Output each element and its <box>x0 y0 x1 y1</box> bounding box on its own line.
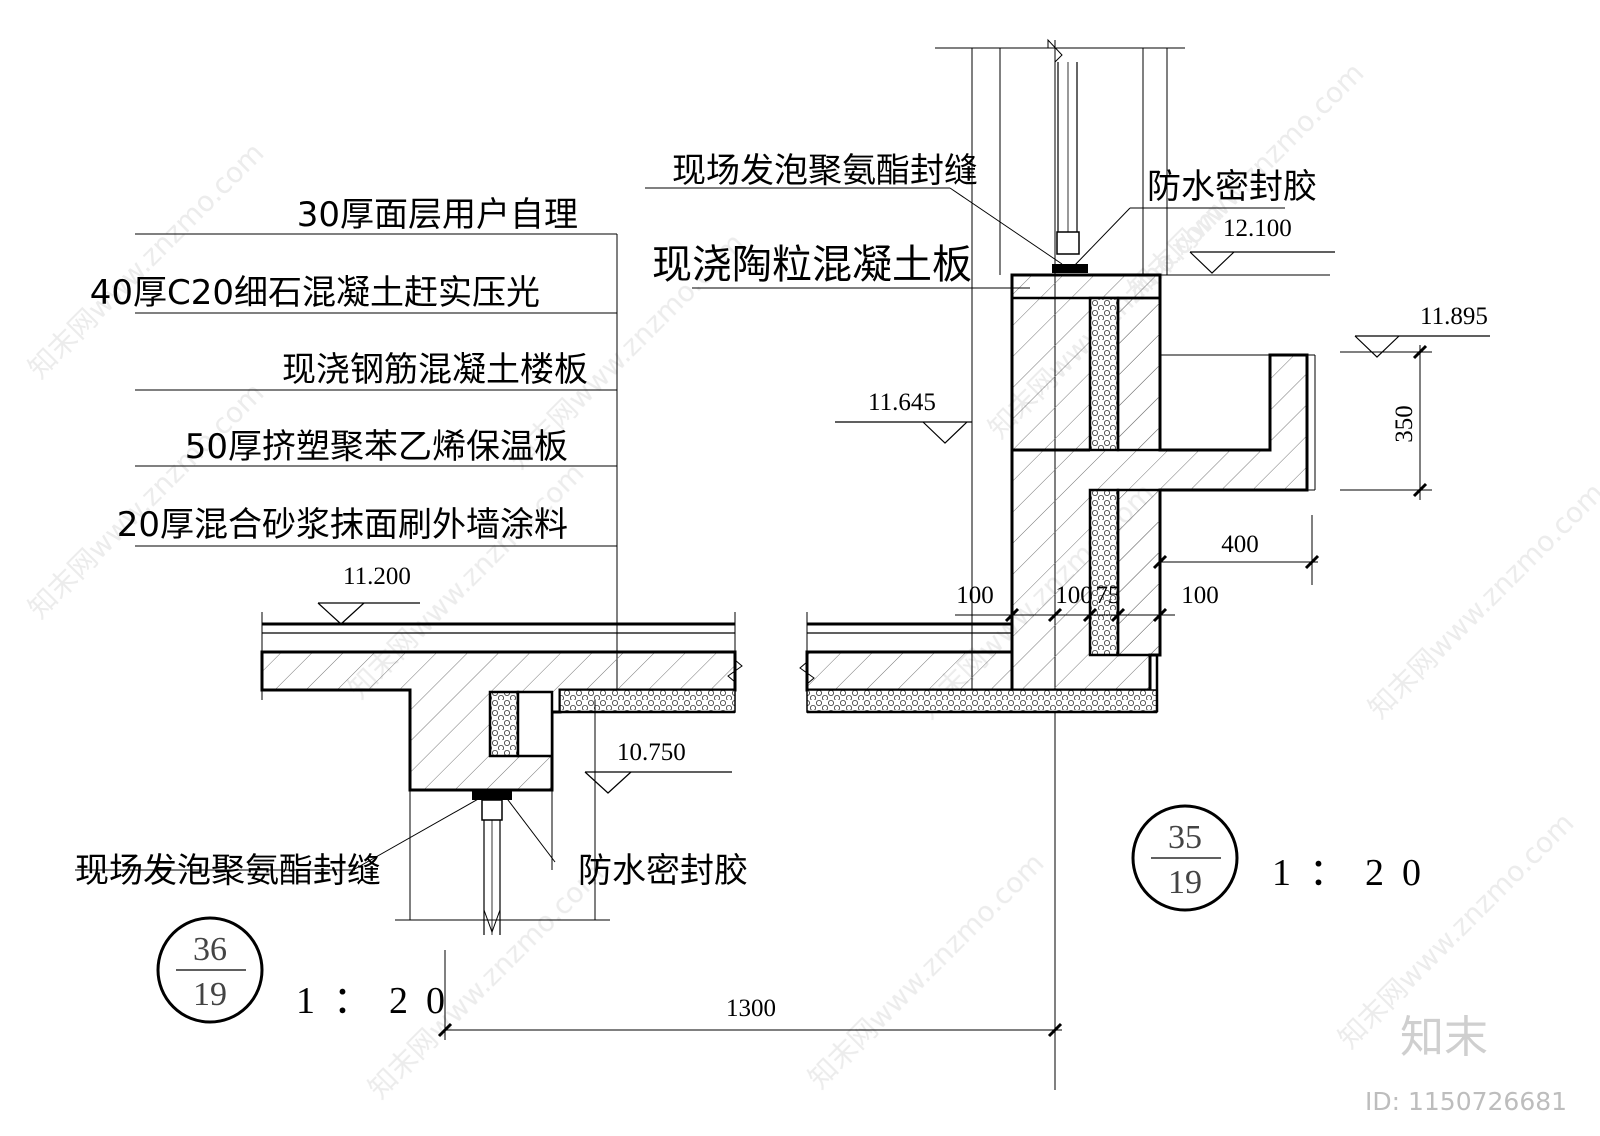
dim-100-c: 100 <box>1181 582 1219 609</box>
slab-title: 现浇陶粒混凝土板 <box>652 242 972 288</box>
callout-foam-bottom: 现场发泡聚氨酯封缝 <box>75 851 381 891</box>
detail-mark-right-number: 35 <box>1168 819 1202 856</box>
image-id-text: ID: 1150726681 <box>1365 1087 1567 1116</box>
elevation-12100: 12.100 <box>1223 215 1292 242</box>
insulation-board <box>559 689 736 713</box>
dim-100-a: 100 <box>956 582 994 609</box>
layer-label-3: 现浇钢筋混凝土楼板 <box>282 350 588 390</box>
elevation-11645: 11.645 <box>868 389 936 416</box>
watermark-text: 知末网www.znzmo.com <box>802 846 1051 1095</box>
sealant-strip <box>1052 264 1088 273</box>
layer-label-5: 20厚混合砂浆抹面刷外墙涂料 <box>117 505 568 545</box>
detail-mark-left <box>156 916 264 1024</box>
detail-mark-right-scale: 1：20 <box>1272 852 1439 894</box>
watermark-text: 知末网www.znzmo.com <box>22 376 271 625</box>
callout-sealant-top: 防水密封胶 <box>1147 167 1317 207</box>
dim-400: 400 <box>1221 531 1259 558</box>
callout-sealant-bottom: 防水密封胶 <box>578 851 748 891</box>
dim-1300: 1300 <box>726 995 776 1022</box>
callout-foam-top: 现场发泡聚氨酯封缝 <box>672 151 978 191</box>
detail-mark-left-scale: 1：20 <box>296 980 463 1022</box>
upper-insulation <box>1088 296 1120 452</box>
dim-350: 350 <box>1391 405 1418 443</box>
right-detail <box>437 38 1490 1090</box>
soffit-insulation <box>806 689 1158 713</box>
sealant-strip <box>472 790 512 800</box>
layer-label-2: 40厚C20细石混凝土赶实压光 <box>90 273 540 313</box>
detail-mark-left-number: 36 <box>193 931 227 968</box>
elevation-11200: 11.200 <box>343 563 411 590</box>
left-detail <box>75 602 743 935</box>
layer-label-1: 30厚面层用户自理 <box>297 195 578 235</box>
detail-mark-right <box>1131 804 1239 912</box>
watermark-text: 知末网www.znzmo.com <box>22 136 271 385</box>
beam-insulation <box>488 690 520 758</box>
elevation-11895: 11.895 <box>1420 303 1488 330</box>
elevation-10750: 10.750 <box>617 739 686 766</box>
layer-label-lines <box>135 233 618 690</box>
watermark-text: 知末网www.znzmo.com <box>1362 476 1600 725</box>
detail-mark-left-sheet: 19 <box>193 976 227 1013</box>
detail-mark-right-sheet: 19 <box>1168 864 1202 901</box>
brand-logo-text: 知末 <box>1400 1012 1488 1063</box>
dim-75: 75 <box>1096 582 1121 609</box>
dim-100-b: 100 <box>1055 582 1093 609</box>
lower-insulation <box>1088 488 1120 657</box>
layer-label-4: 50厚挤塑聚苯乙烯保温板 <box>185 427 568 467</box>
